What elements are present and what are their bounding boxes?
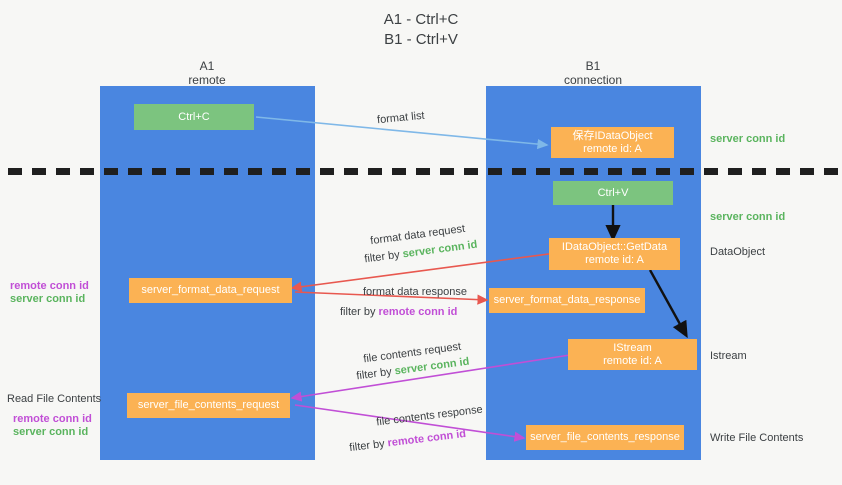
divider-dash — [440, 168, 454, 175]
title-line-1: A1 - Ctrl+C — [383, 11, 459, 28]
divider-dash — [824, 168, 838, 175]
left-label-read-file-contents: Read File Contents — [7, 393, 102, 405]
left-label-remote-conn-id-upper: remote conn id — [10, 280, 89, 292]
divider-dash — [416, 168, 430, 175]
right-label-server-conn-id-mid: server conn id — [710, 211, 786, 223]
divider-dash — [488, 168, 502, 175]
right-label-dataobject: DataObject — [710, 246, 766, 258]
page-title: A1 - Ctrl+C B1 - Ctrl+V — [0, 10, 842, 50]
title-line-2: B1 - Ctrl+V — [384, 31, 458, 48]
divider-dash — [176, 168, 190, 175]
left-label-server-conn-id-lower: server conn id — [13, 426, 89, 438]
divider-dash — [344, 168, 358, 175]
box-istream[interactable]: IStream remote id: A — [568, 339, 697, 370]
divider-dash — [128, 168, 142, 175]
divider-dash — [296, 168, 310, 175]
divider-dash — [8, 168, 22, 175]
divider-dash — [776, 168, 790, 175]
format-data-response-filter-prefix: filter by — [340, 306, 379, 318]
divider-dash — [152, 168, 166, 175]
divider-dash — [704, 168, 718, 175]
divider-dash — [656, 168, 670, 175]
label-format-list: format list — [376, 109, 426, 127]
divider-dash — [32, 168, 46, 175]
right-label-server-conn-id-top: server conn id — [710, 133, 786, 145]
box-save-idataobject[interactable]: 保存IDataObject remote id: A — [551, 127, 674, 158]
divider-dash — [248, 168, 262, 175]
box-server-format-data-request[interactable]: server_format_data_request — [129, 278, 292, 303]
left-label-remote-conn-id-lower: remote conn id — [13, 413, 92, 425]
box-ctrl-v-label: Ctrl+V — [597, 186, 629, 199]
box-getdata-line1: IDataObject::GetData — [561, 241, 668, 253]
label-file-contents-response: file contents response — [375, 403, 484, 429]
box-server-file-contents-request[interactable]: server_file_contents_request — [127, 393, 290, 418]
divider-dash — [632, 168, 646, 175]
box-server-format-data-response-label: server_format_data_response — [493, 294, 641, 306]
divider-dash — [800, 168, 814, 175]
lane-a1-sub: remote — [188, 73, 226, 87]
box-ctrl-v[interactable]: Ctrl+V — [553, 181, 673, 205]
box-save-idataobject-line2: remote id: A — [583, 142, 642, 155]
divider-dash — [728, 168, 742, 175]
box-ctrl-c[interactable]: Ctrl+C — [134, 104, 254, 130]
box-save-idataobject-line1: 保存IDataObject — [572, 129, 653, 142]
file-contents-response-filter-prefix: filter by — [348, 437, 389, 455]
label-format-data-response-filter: filter by remote conn id — [340, 305, 457, 319]
format-data-request-filter-prefix: filter by — [363, 248, 404, 266]
file-contents-request-filter-prefix: filter by — [355, 365, 396, 383]
lane-header-b1: B1 connection — [503, 59, 683, 87]
divider-dash — [56, 168, 70, 175]
divider-dash — [272, 168, 286, 175]
divider-dash — [224, 168, 238, 175]
label-file-contents-response-filter: filter by remote conn id — [349, 427, 467, 455]
box-server-format-data-request-label: server_format_data_request — [141, 284, 280, 296]
phase-divider — [0, 168, 842, 175]
divider-dash — [200, 168, 214, 175]
divider-dash — [584, 168, 598, 175]
box-istream-line1: IStream — [613, 341, 652, 354]
divider-dash — [368, 168, 382, 175]
right-label-istream: Istream — [710, 350, 747, 362]
lane-header-a1: A1 remote — [117, 59, 297, 87]
box-server-file-contents-request-label: server_file_contents_request — [137, 399, 280, 411]
label-format-data-response: format data response — [363, 286, 467, 298]
divider-dash — [536, 168, 550, 175]
right-label-write-file-contents: Write File Contents — [710, 432, 804, 444]
file-contents-response-filter-value: remote conn id — [386, 427, 467, 450]
divider-dash — [392, 168, 406, 175]
box-istream-line2: remote id: A — [603, 354, 662, 367]
divider-dash — [512, 168, 526, 175]
divider-dash — [752, 168, 766, 175]
divider-dash — [680, 168, 694, 175]
box-server-file-contents-response-label: server_file_contents_response — [530, 431, 680, 443]
lane-b1-sub: connection — [563, 73, 623, 87]
divider-dash — [464, 168, 478, 175]
divider-dash — [104, 168, 118, 175]
lane-b1-name: B1 — [585, 59, 601, 73]
left-label-server-conn-id-upper: server conn id — [10, 293, 86, 305]
box-server-file-contents-response[interactable]: server_file_contents_response — [526, 425, 684, 450]
divider-dash — [320, 168, 334, 175]
lane-a1-name: A1 — [199, 59, 215, 73]
format-data-response-filter-value: remote conn id — [378, 306, 458, 318]
divider-dash — [560, 168, 574, 175]
divider-dash — [608, 168, 622, 175]
box-server-format-data-response[interactable]: server_format_data_response — [489, 288, 645, 313]
box-ctrl-c-label: Ctrl+C — [178, 110, 210, 123]
box-getdata[interactable]: IDataObject::GetData remote id: A — [549, 238, 680, 270]
box-getdata-line2: remote id: A — [585, 254, 644, 266]
divider-dash — [80, 168, 94, 175]
